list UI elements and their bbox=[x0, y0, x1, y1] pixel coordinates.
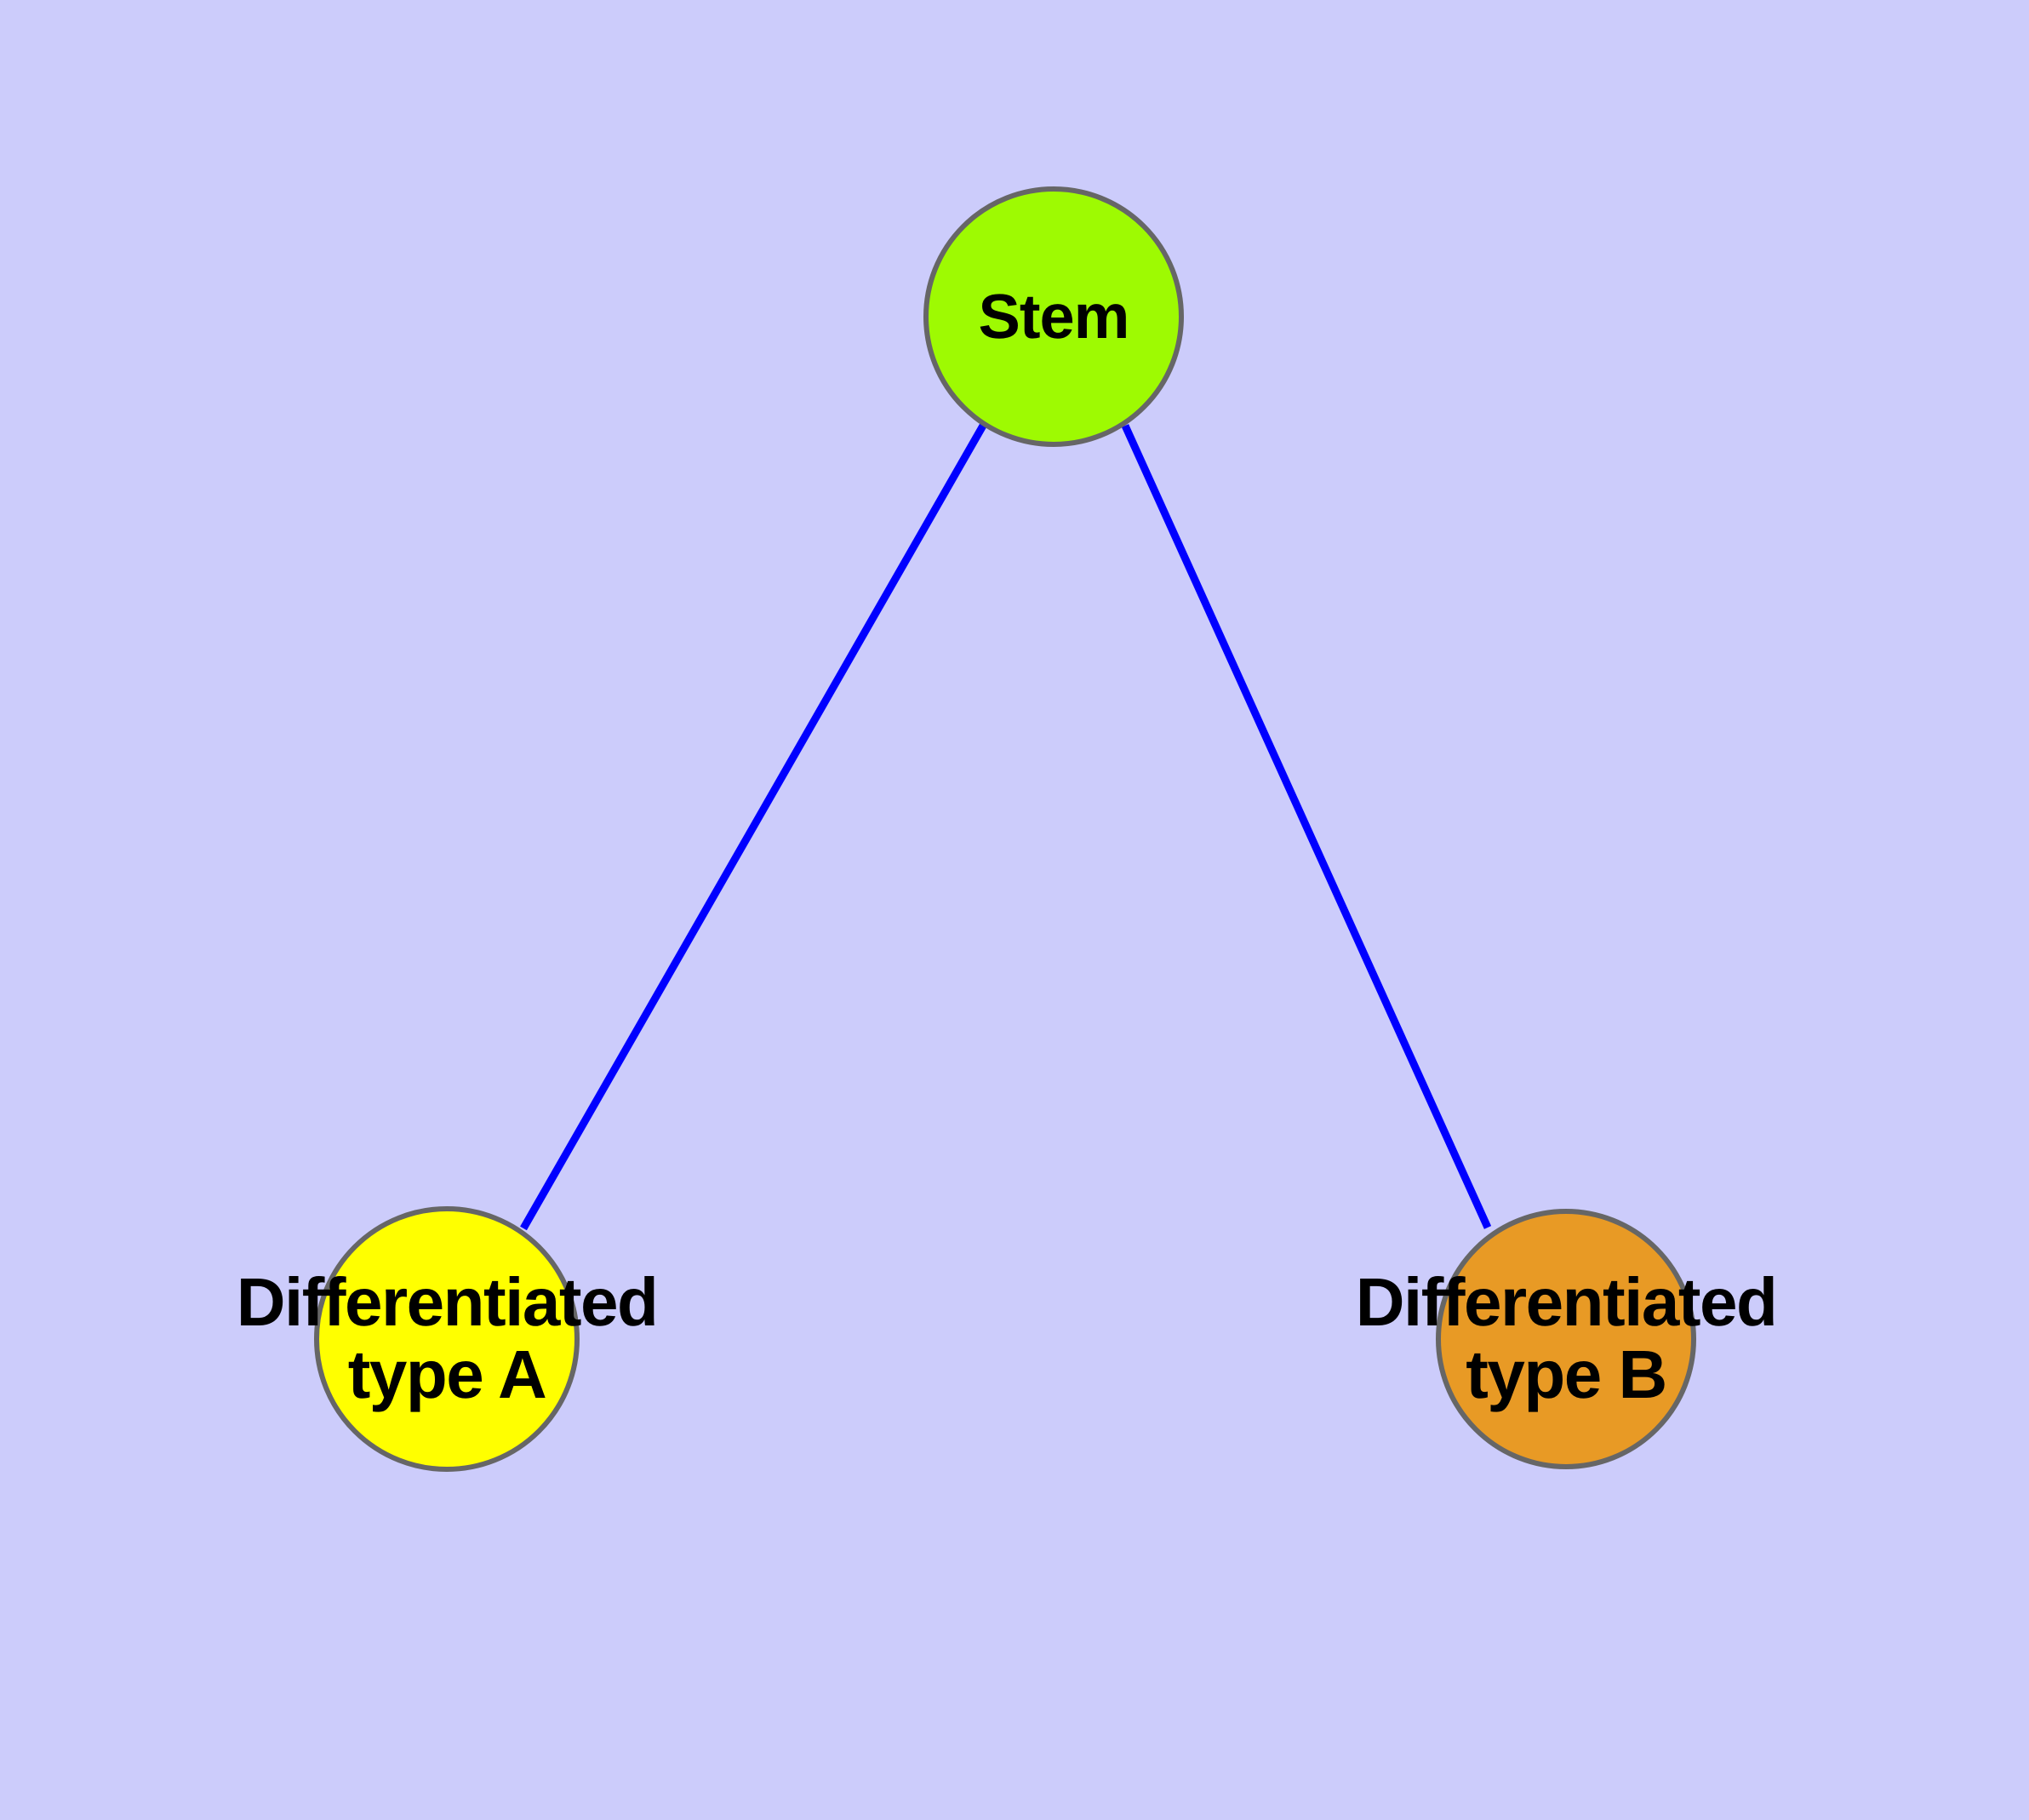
graph-node-stem[interactable] bbox=[923, 186, 1184, 447]
edge-stem-diff-b bbox=[1121, 424, 1492, 1229]
edges-group bbox=[520, 423, 1492, 1231]
edge-stem-diff-a bbox=[520, 423, 986, 1231]
graph-node-diff_a[interactable] bbox=[314, 1206, 580, 1472]
graph-node-diff_b[interactable] bbox=[1436, 1209, 1696, 1469]
nodes-group bbox=[314, 186, 1696, 1472]
